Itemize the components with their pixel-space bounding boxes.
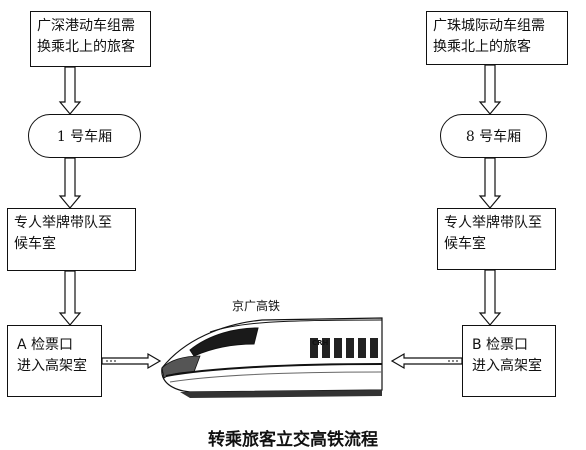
left-start-line-2: 换乘北上的旅客 bbox=[37, 39, 135, 55]
arrow-left-into-train bbox=[390, 352, 463, 370]
right-escort-box: 专人举牌带队至 候车室 bbox=[437, 208, 556, 270]
diagram-caption: 转乘旅客立交高铁流程 bbox=[208, 430, 378, 450]
left-gate-line-1: A 检票口 bbox=[17, 337, 74, 353]
left-gate-box: A 检票口 进入高架室 bbox=[7, 325, 102, 397]
right-escort-line-1: 专人举牌带队至 bbox=[444, 215, 542, 231]
right-start-line-2: 换乘北上的旅客 bbox=[433, 39, 531, 55]
right-start-box: 广珠城际动车组需 换乘北上的旅客 bbox=[426, 11, 568, 65]
right-car-pill: 8 号车厢 bbox=[440, 114, 547, 158]
arrow-down-left-1 bbox=[58, 66, 82, 115]
left-start-line-1: 广深港动车组需 bbox=[37, 18, 135, 34]
left-car-pill: 1 号车厢 bbox=[28, 114, 141, 158]
right-gate-box: B 检票口 进入高架室 bbox=[462, 325, 556, 397]
right-start-line-1: 广珠城际动车组需 bbox=[433, 18, 545, 34]
train-label: 京广高铁 bbox=[232, 299, 281, 313]
arrow-down-right-1 bbox=[478, 64, 502, 115]
right-escort-line-2: 候车室 bbox=[444, 236, 486, 252]
right-gate-line-1: B 检票口 bbox=[472, 337, 529, 353]
left-gate-line-2: 进入高架室 bbox=[17, 358, 87, 374]
left-escort-line-2: 候车室 bbox=[14, 236, 56, 252]
arrow-down-right-2 bbox=[478, 157, 502, 209]
train-illustration bbox=[161, 317, 383, 398]
left-car-label: 1 号车厢 bbox=[56, 129, 113, 145]
left-escort-line-1: 专人举牌带队至 bbox=[14, 215, 112, 231]
left-start-box: 广深港动车组需 换乘北上的旅客 bbox=[30, 11, 151, 67]
right-gate-line-2: 进入高架室 bbox=[472, 358, 542, 374]
right-car-label: 8 号车厢 bbox=[465, 129, 522, 145]
train-logo: CRH bbox=[312, 339, 329, 347]
arrow-right-into-train bbox=[101, 352, 162, 370]
arrow-down-right-3 bbox=[478, 269, 502, 326]
arrow-down-left-2 bbox=[58, 157, 82, 209]
arrow-down-left-3 bbox=[58, 270, 82, 326]
